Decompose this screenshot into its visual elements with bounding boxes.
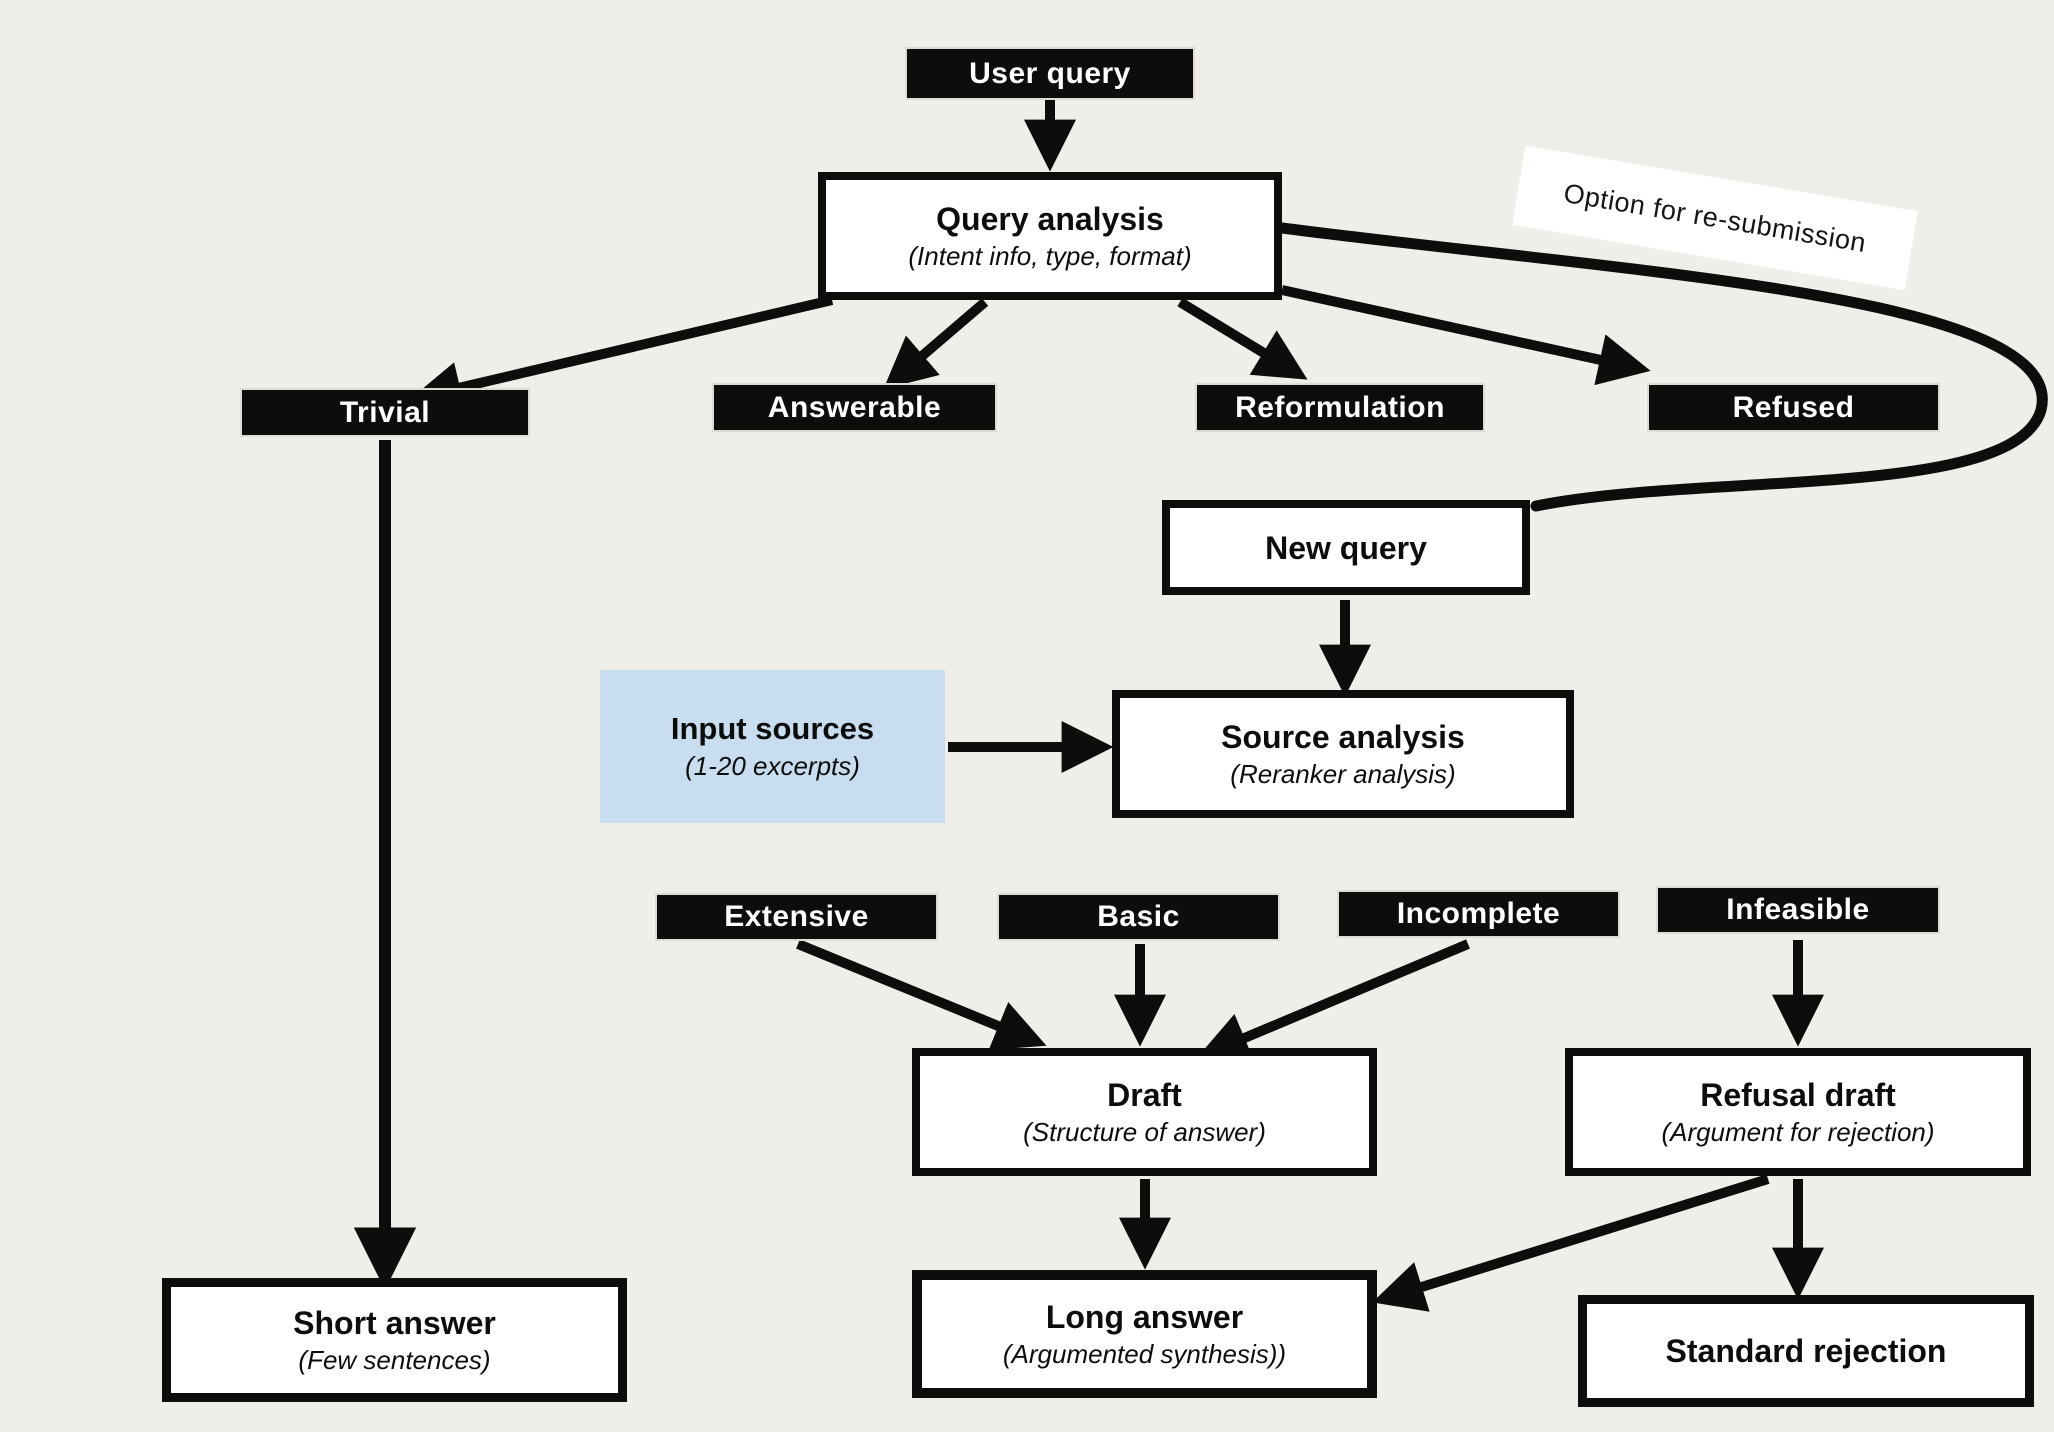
node-user-query-label: User query <box>969 56 1131 90</box>
node-basic-label: Basic <box>1097 900 1180 933</box>
arrow-queryanalysis-answerable <box>883 298 989 390</box>
note-resubmission: Option for re-submission <box>1512 145 1918 291</box>
node-standard-rejection: Standard rejection <box>1578 1295 2034 1407</box>
node-trivial: Trivial <box>240 388 530 437</box>
node-infeasible-label: Infeasible <box>1726 893 1870 926</box>
node-incomplete-label: Incomplete <box>1396 897 1561 930</box>
loop-resubmission <box>1276 222 2048 512</box>
node-draft: Draft (Structure of answer) <box>912 1048 1377 1176</box>
node-short-answer-title: Short answer <box>293 1305 496 1342</box>
node-refused-label: Refused <box>1732 390 1855 424</box>
node-refusal-draft: Refusal draft (Argument for rejection) <box>1565 1048 2031 1176</box>
node-input-sources: Input sources (1-20 excerpts) <box>600 670 945 823</box>
node-extensive-label: Extensive <box>724 900 869 933</box>
node-input-sources-title: Input sources <box>670 711 875 746</box>
node-long-answer-subtitle: (Argumented synthesis)) <box>1002 1339 1287 1370</box>
node-draft-subtitle: (Structure of answer) <box>1023 1117 1266 1148</box>
node-answerable: Answerable <box>712 383 997 432</box>
node-user-query: User query <box>905 47 1195 100</box>
arrow-incomplete-draft <box>1196 939 1470 1062</box>
arrow-queryanalysis-trivial <box>409 295 834 413</box>
node-infeasible: Infeasible <box>1656 886 1940 934</box>
arrow-refusaldraft-longanswer <box>1372 1174 1770 1312</box>
arrow-queryanalysis-refused <box>1280 285 1651 386</box>
node-query-analysis: Query analysis (Intent info, type, forma… <box>818 172 1282 300</box>
node-query-analysis-title: Query analysis <box>936 201 1164 238</box>
node-query-analysis-subtitle: (Intent info, type, format) <box>908 241 1192 272</box>
node-input-sources-subtitle: (1-20 excerpts) <box>685 751 860 781</box>
node-source-analysis-title: Source analysis <box>1221 719 1465 756</box>
node-extensive: Extensive <box>655 893 938 941</box>
node-incomplete: Incomplete <box>1337 890 1620 938</box>
node-new-query-title: New query <box>1265 529 1427 566</box>
node-new-query: New query <box>1162 500 1530 595</box>
arrow-queryanalysis-reformulation <box>1177 297 1308 380</box>
node-short-answer-subtitle: (Few sentences) <box>298 1345 491 1376</box>
node-long-answer: Long answer (Argumented synthesis)) <box>912 1270 1377 1398</box>
node-source-analysis: Source analysis (Reranker analysis) <box>1112 690 1574 818</box>
node-basic: Basic <box>997 893 1280 941</box>
node-reformulation: Reformulation <box>1195 383 1485 432</box>
node-reformulation-label: Reformulation <box>1235 390 1445 424</box>
node-refusal-draft-title: Refusal draft <box>1700 1077 1896 1114</box>
node-refusal-draft-subtitle: (Argument for rejection) <box>1661 1117 1935 1148</box>
node-short-answer: Short answer (Few sentences) <box>162 1278 627 1402</box>
node-trivial-label: Trivial <box>339 395 431 429</box>
node-long-answer-title: Long answer <box>1045 1299 1244 1336</box>
note-resubmission-label: Option for re-submission <box>1561 177 1869 258</box>
arrow-extensive-draft <box>796 939 1047 1051</box>
node-source-analysis-subtitle: (Reranker analysis) <box>1230 759 1456 790</box>
node-draft-title: Draft <box>1107 1077 1182 1114</box>
node-answerable-label: Answerable <box>767 390 942 424</box>
node-standard-rejection-title: Standard rejection <box>1665 1333 1947 1369</box>
node-refused: Refused <box>1647 383 1940 432</box>
